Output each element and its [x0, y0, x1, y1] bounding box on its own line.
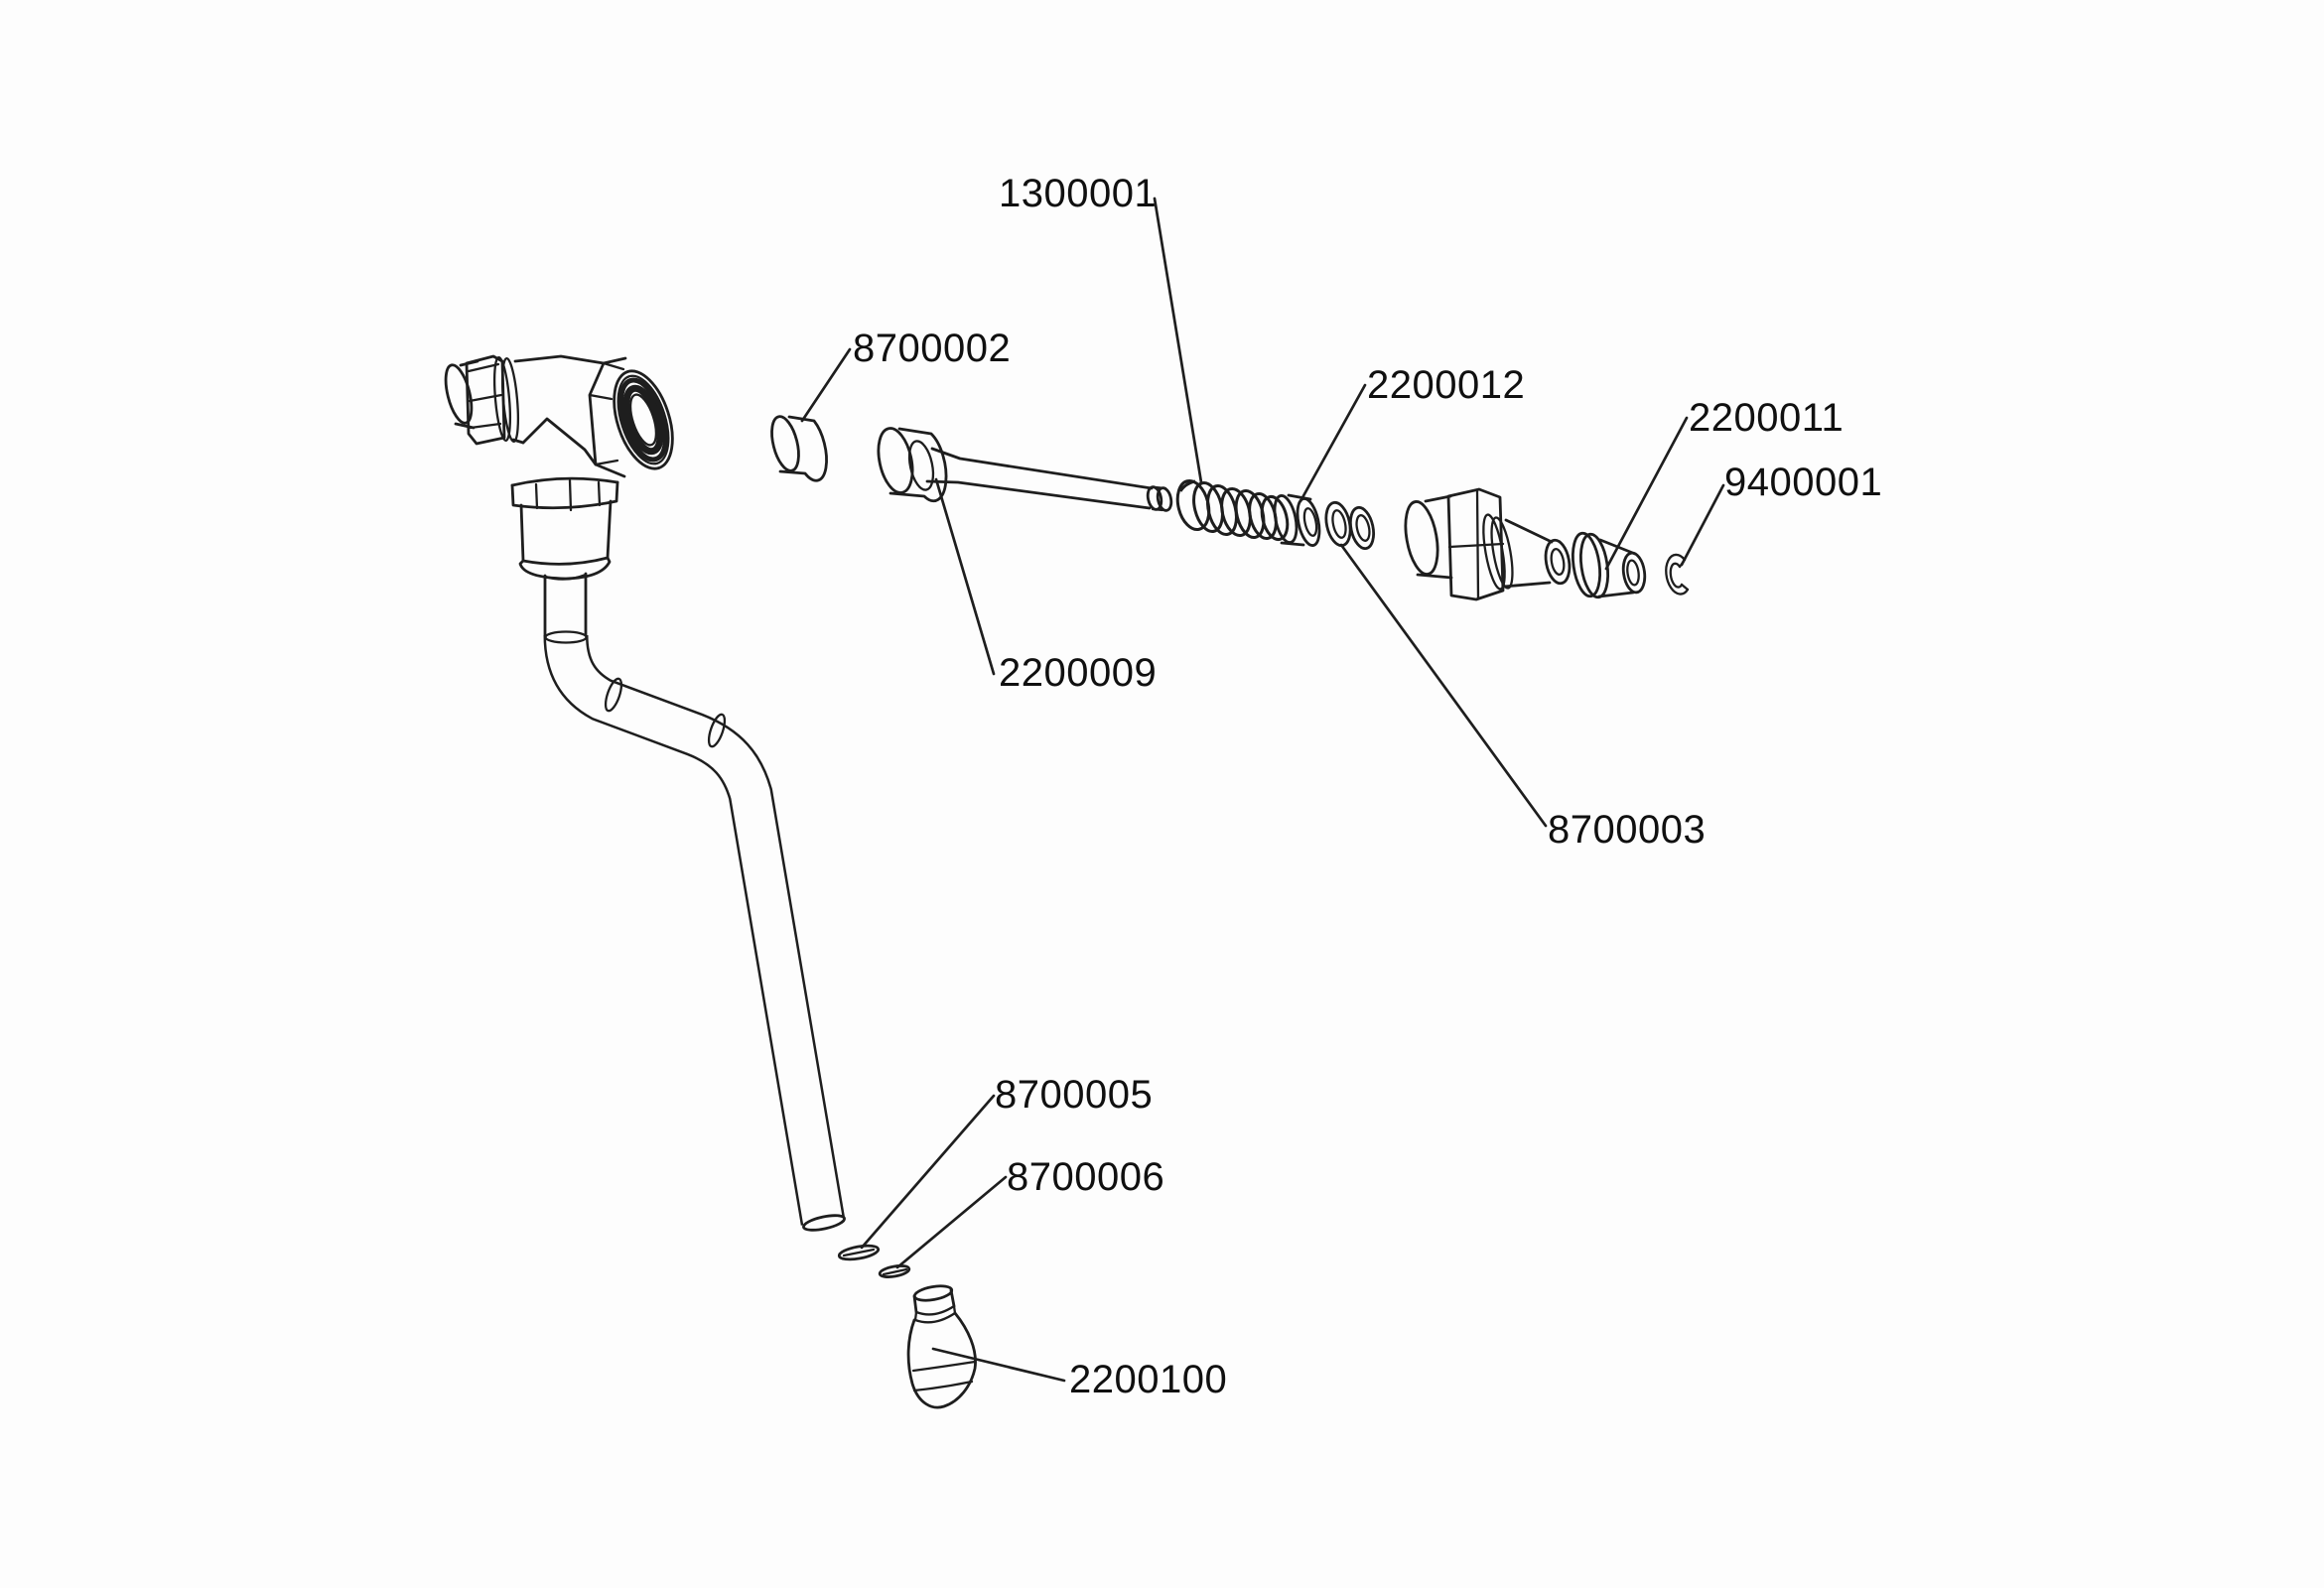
knob-body — [906, 1311, 977, 1409]
leader-8700002 — [800, 347, 852, 423]
union-hex-nut — [1446, 487, 1505, 601]
part-knob — [906, 1284, 977, 1409]
part-label-e-clip: 9400001 — [1724, 461, 1883, 504]
valve-outlet-ring-outer — [613, 369, 674, 470]
part-label-washers: 8700003 — [1548, 808, 1707, 852]
part-cap — [770, 415, 828, 482]
part-piston — [1273, 493, 1321, 547]
part-stem — [877, 427, 1173, 512]
part-retaining-clip-upper — [837, 1244, 881, 1261]
knob-top — [912, 1284, 954, 1302]
part-label-piston: 2200012 — [1367, 363, 1526, 407]
leader-2200100 — [931, 1347, 1066, 1383]
part-label-knob: 2200100 — [1069, 1358, 1228, 1401]
valve-bottom-collar — [510, 476, 619, 487]
valve-body — [444, 354, 674, 637]
stem-shaft — [930, 447, 1154, 490]
washer — [1348, 505, 1376, 551]
leader-lines — [800, 197, 1725, 1383]
part-label-cap: 8700002 — [853, 327, 1012, 370]
leader-1300001 — [1153, 197, 1203, 484]
leader-2200012 — [1299, 383, 1367, 503]
bushing-flange — [1571, 531, 1602, 598]
union-fitting — [1404, 487, 1572, 601]
valve-barrel-top — [513, 354, 606, 365]
stem-head — [877, 427, 914, 494]
leader-2200009 — [934, 477, 996, 676]
valve-left-stub-cap — [444, 363, 474, 425]
part-spring — [1175, 478, 1290, 542]
pipe-joint-line — [604, 677, 623, 713]
part-washers — [1324, 500, 1376, 551]
pipe-joint-line — [544, 630, 588, 644]
outlet-pipe — [543, 630, 846, 1232]
leader-8700003 — [1339, 543, 1548, 828]
pipe-joint-line — [707, 713, 727, 748]
valve-boss-notch — [521, 417, 598, 466]
part-label-bushing: 2200011 — [1689, 396, 1845, 440]
part-label-spring: 1300001 — [999, 172, 1158, 215]
part-label-stem: 2200009 — [999, 651, 1158, 695]
part-retaining-clip-lower — [878, 1264, 911, 1278]
pipe-end-cut — [802, 1214, 846, 1232]
part-label-clip-lower: 8700006 — [1007, 1155, 1165, 1199]
union-nose — [1504, 518, 1554, 544]
part-label-clip-upper: 8700005 — [995, 1073, 1154, 1117]
leader-9400001 — [1680, 483, 1725, 567]
leader-8700006 — [895, 1175, 1008, 1269]
valve-outlet-bore — [622, 384, 664, 456]
leader-8700005 — [860, 1094, 996, 1250]
leader-2200011 — [1604, 416, 1689, 571]
part-bushing — [1571, 531, 1647, 599]
